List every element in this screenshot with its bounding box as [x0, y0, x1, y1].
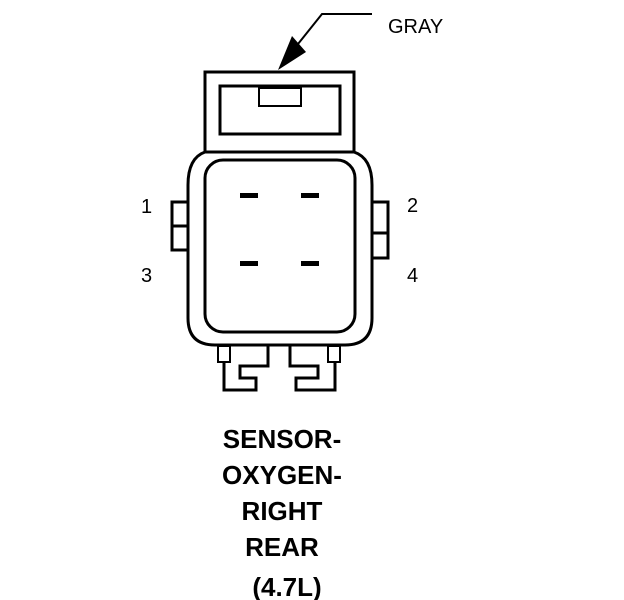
leader-arrow-icon: [278, 36, 306, 70]
left-key-lower: [170, 224, 188, 252]
latch: [218, 84, 342, 136]
title-line-4: REAR: [245, 532, 319, 562]
title-line-3: RIGHT: [242, 496, 323, 526]
bottom-clip-right: [288, 345, 341, 392]
top-housing: [203, 70, 356, 152]
left-key-upper: [170, 200, 188, 228]
terminal-slot-icon: [301, 193, 319, 198]
outer-shell: [186, 150, 374, 347]
terminal-slot-icon: [240, 261, 258, 266]
pin-number-2: 2: [407, 195, 418, 217]
title-line-5: (4.7L): [252, 572, 321, 600]
right-key-upper: [372, 200, 390, 235]
title-line-2: OXYGEN-: [222, 460, 342, 490]
connector-body: [170, 70, 390, 392]
callout-label: GRAY: [388, 16, 443, 38]
pin-number-3: 3: [141, 265, 152, 287]
pin-number-1: 1: [141, 196, 152, 218]
terminal-slot-icon: [301, 261, 319, 266]
pin-number-4: 4: [407, 265, 418, 287]
terminal-slot-icon: [240, 193, 258, 198]
title-line-1: SENSOR-: [223, 424, 341, 454]
bottom-clip-left: [217, 345, 270, 392]
inner-face: [203, 158, 357, 334]
leader-line: [297, 13, 372, 45]
callout: GRAY: [278, 13, 443, 70]
connector-title: SENSOR- OXYGEN- RIGHT REAR (4.7L): [222, 424, 342, 600]
latch-tab: [258, 87, 302, 107]
right-key-lower: [372, 231, 390, 260]
